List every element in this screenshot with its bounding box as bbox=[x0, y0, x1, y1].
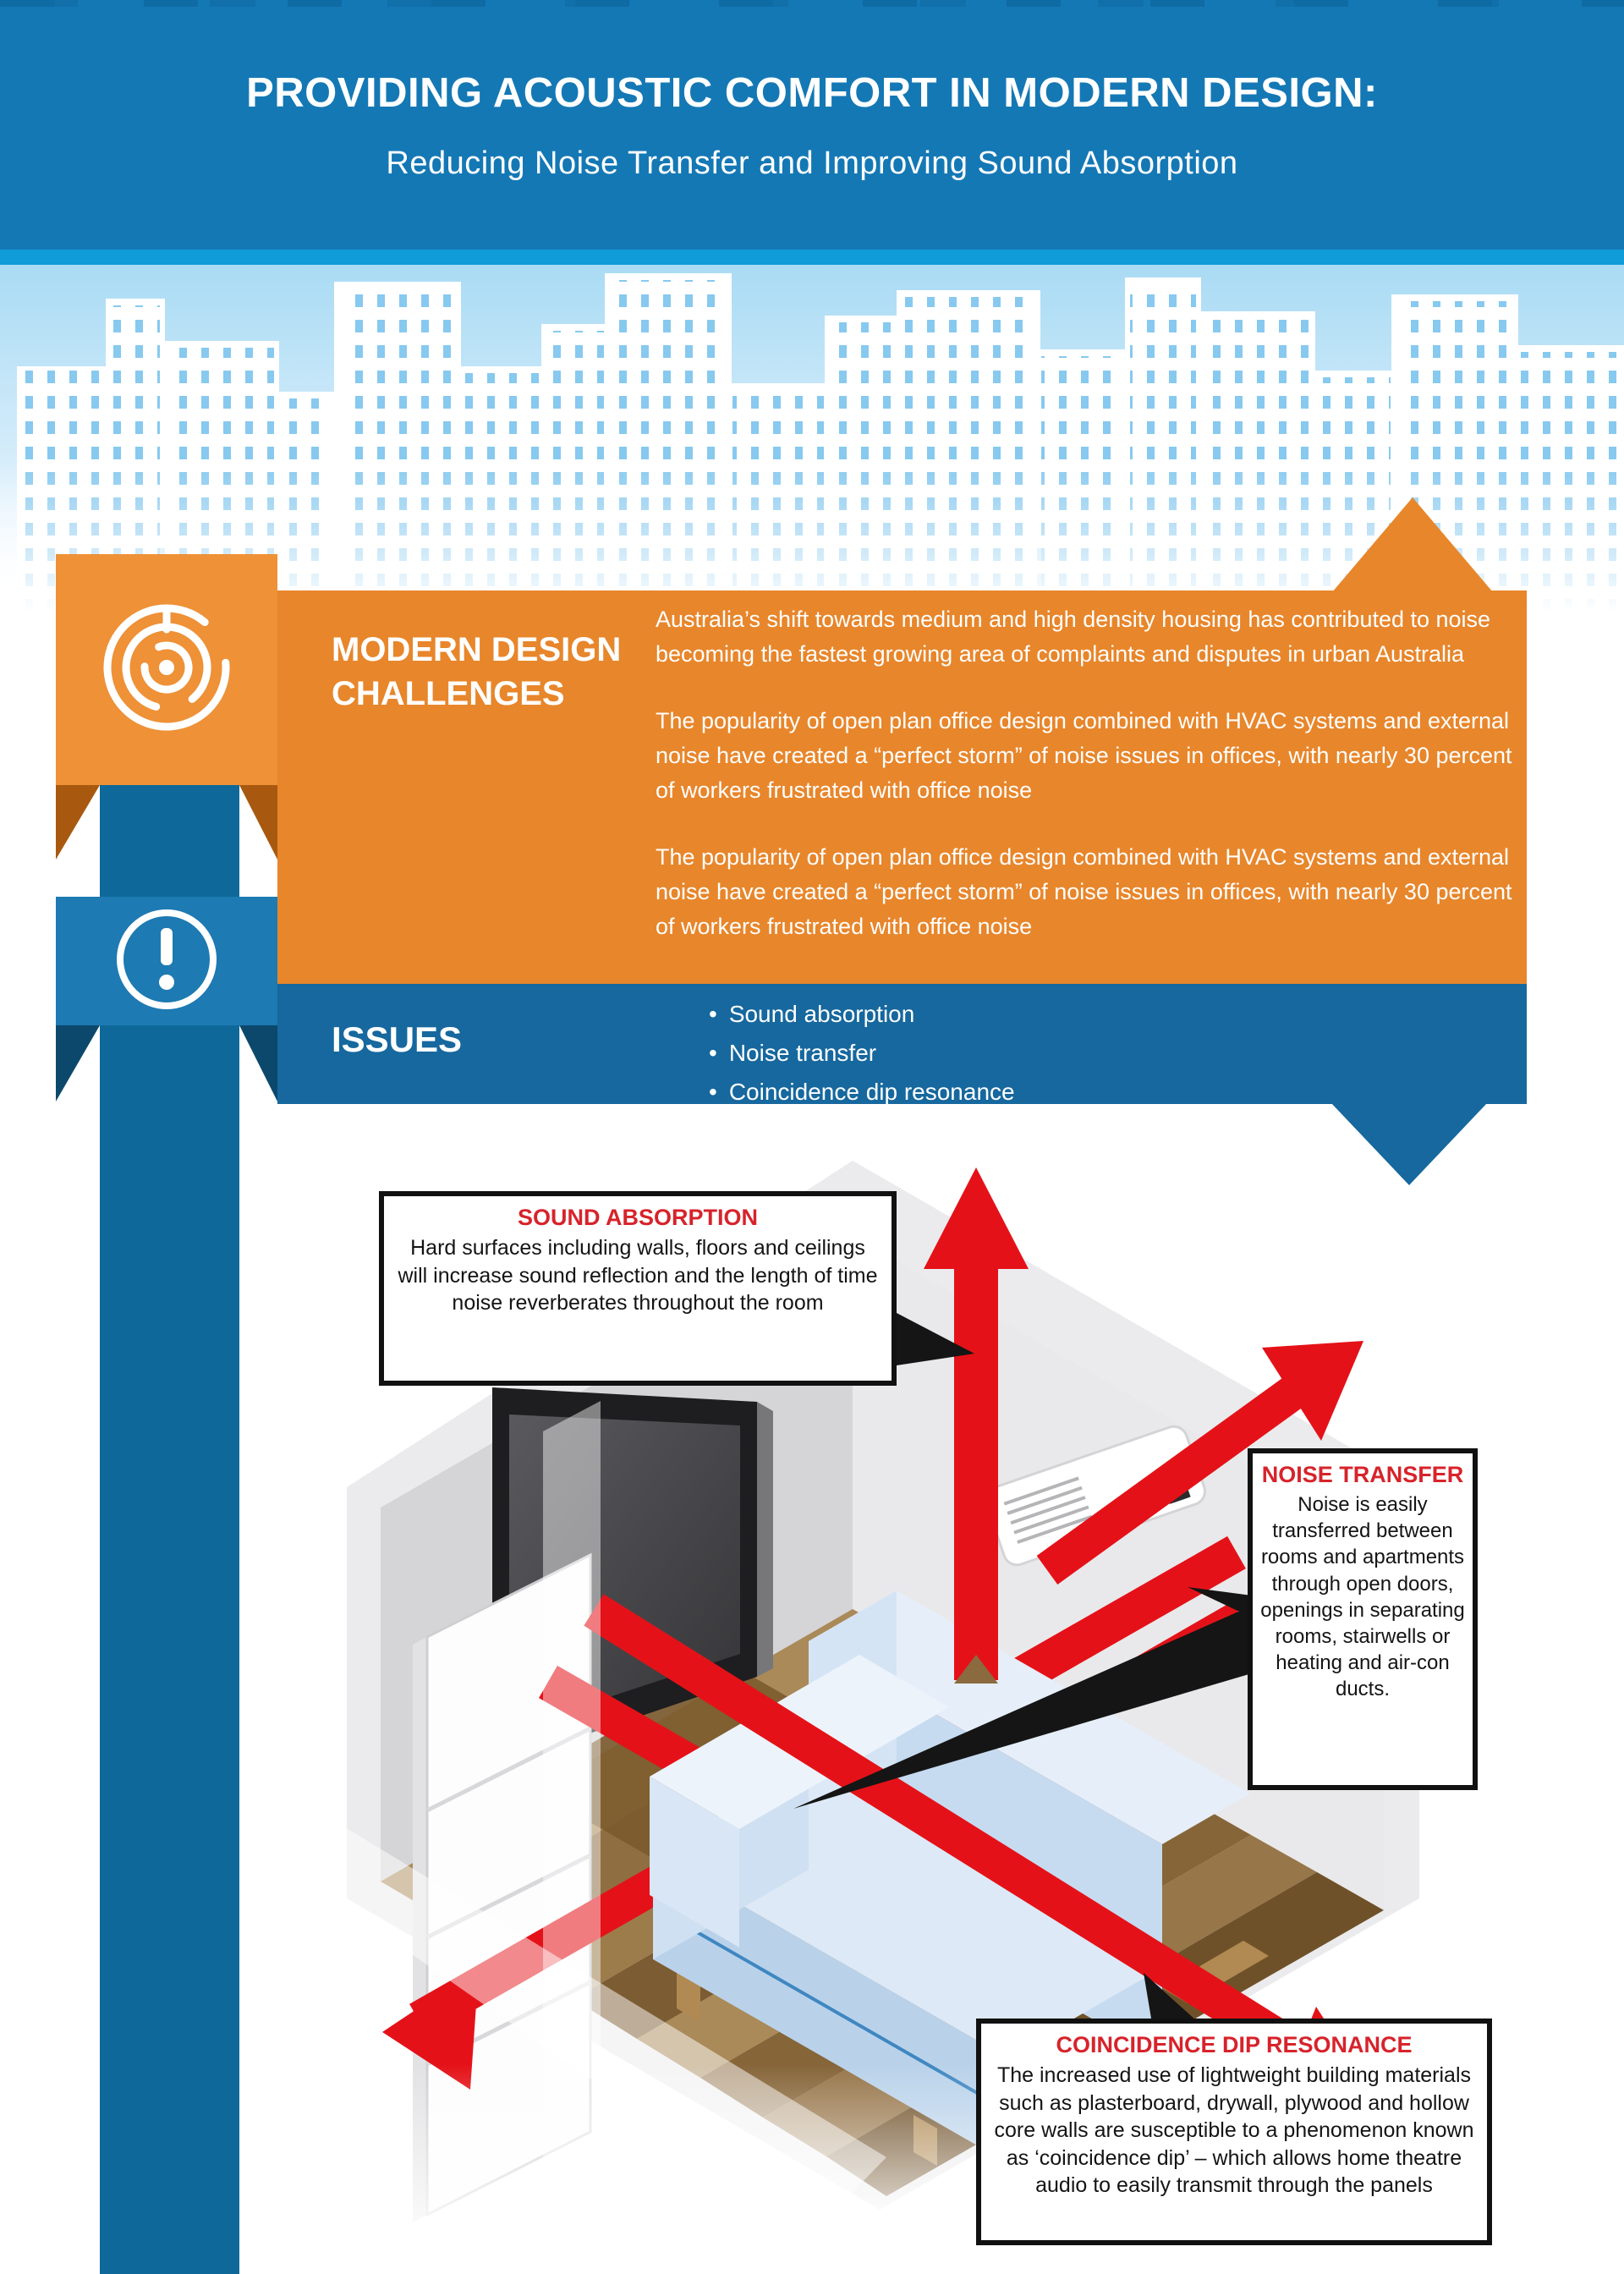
maze-icon bbox=[95, 596, 239, 744]
red-arrow-ac-shaft bbox=[1036, 1367, 1318, 1585]
room-illustration bbox=[338, 1161, 1590, 2259]
pointer-sound bbox=[897, 1313, 974, 1365]
callout-coincidence-dip: COINCIDENCE DIP RESONANCE The increased … bbox=[976, 2019, 1492, 2245]
header: PROVIDING ACOUSTIC COMFORT IN MODERN DES… bbox=[0, 0, 1624, 250]
blue-tab-fold-left bbox=[56, 1025, 100, 1101]
callout-title: NOISE TRANSFER bbox=[1261, 1462, 1464, 1487]
issues-heading: ISSUES bbox=[332, 1019, 463, 1059]
challenges-paragraph: Australia’s shift towards medium and hig… bbox=[656, 607, 1491, 667]
pointer-noise-ac bbox=[1188, 1587, 1252, 1618]
header-top-pattern bbox=[0, 0, 1624, 7]
red-arrowhead-upright bbox=[1262, 1341, 1363, 1441]
red-arrow-up-notch bbox=[954, 1655, 998, 1684]
callout-sound-absorption: SOUND ABSORPTION Hard surfaces including… bbox=[379, 1191, 897, 1386]
red-arrowhead-downleft bbox=[382, 1968, 479, 2090]
issues-tab bbox=[56, 897, 277, 1025]
callout-pointers bbox=[793, 1313, 1252, 2024]
blue-tab-fold-right bbox=[239, 1025, 277, 1101]
callout-noise-transfer: NOISE TRANSFER Noise is easily transferr… bbox=[1248, 1448, 1478, 1790]
red-arrowhead-up bbox=[924, 1167, 1029, 1269]
issues-list-item: Coincidence dip resonance bbox=[709, 1073, 1015, 1112]
orange-tab-fold-right bbox=[239, 785, 277, 860]
callout-title: COINCIDENCE DIP RESONANCE bbox=[1056, 2032, 1413, 2057]
challenges-paragraphs: Australia’s shift towards medium and hig… bbox=[656, 602, 1514, 976]
exclamation-icon bbox=[113, 906, 220, 1017]
red-arrow-downright-shaft bbox=[584, 1594, 1317, 2072]
challenges-heading: MODERN DESIGN CHALLENGES bbox=[332, 631, 622, 712]
page-subtitle: Reducing Noise Transfer and Improving So… bbox=[386, 146, 1238, 181]
callout-body: Hard surfaces including walls, floors an… bbox=[398, 1236, 878, 1315]
callout-title: SOUND ABSORPTION bbox=[517, 1205, 758, 1230]
issues-list: Sound absorption Noise transfer Coincide… bbox=[709, 995, 1015, 1112]
challenges-paragraph: The popularity of open plan office desig… bbox=[656, 844, 1512, 940]
callout-body: The increased use of lightweight buildin… bbox=[994, 2063, 1474, 2197]
callout-body: Noise is easily transferred between room… bbox=[1260, 1493, 1465, 1701]
header-accent-strip bbox=[0, 250, 1624, 265]
page-title: PROVIDING ACOUSTIC COMFORT IN MODERN DES… bbox=[246, 70, 1378, 116]
pointer-coincidence bbox=[1144, 1973, 1198, 2024]
issues-list-item: Noise transfer bbox=[709, 1034, 1015, 1073]
blue-banner-arrow-down bbox=[1330, 1102, 1488, 1185]
orange-banner-arrow-up bbox=[1332, 497, 1493, 592]
left-ribbon bbox=[100, 785, 239, 2274]
challenges-banner bbox=[277, 590, 1527, 984]
issues-list-item: Sound absorption bbox=[709, 995, 1015, 1034]
orange-tab-fold-left bbox=[56, 785, 100, 860]
challenges-paragraph: The popularity of open plan office desig… bbox=[656, 708, 1512, 804]
pointer-noise-center bbox=[793, 1606, 1252, 1809]
challenges-tab bbox=[56, 554, 277, 785]
